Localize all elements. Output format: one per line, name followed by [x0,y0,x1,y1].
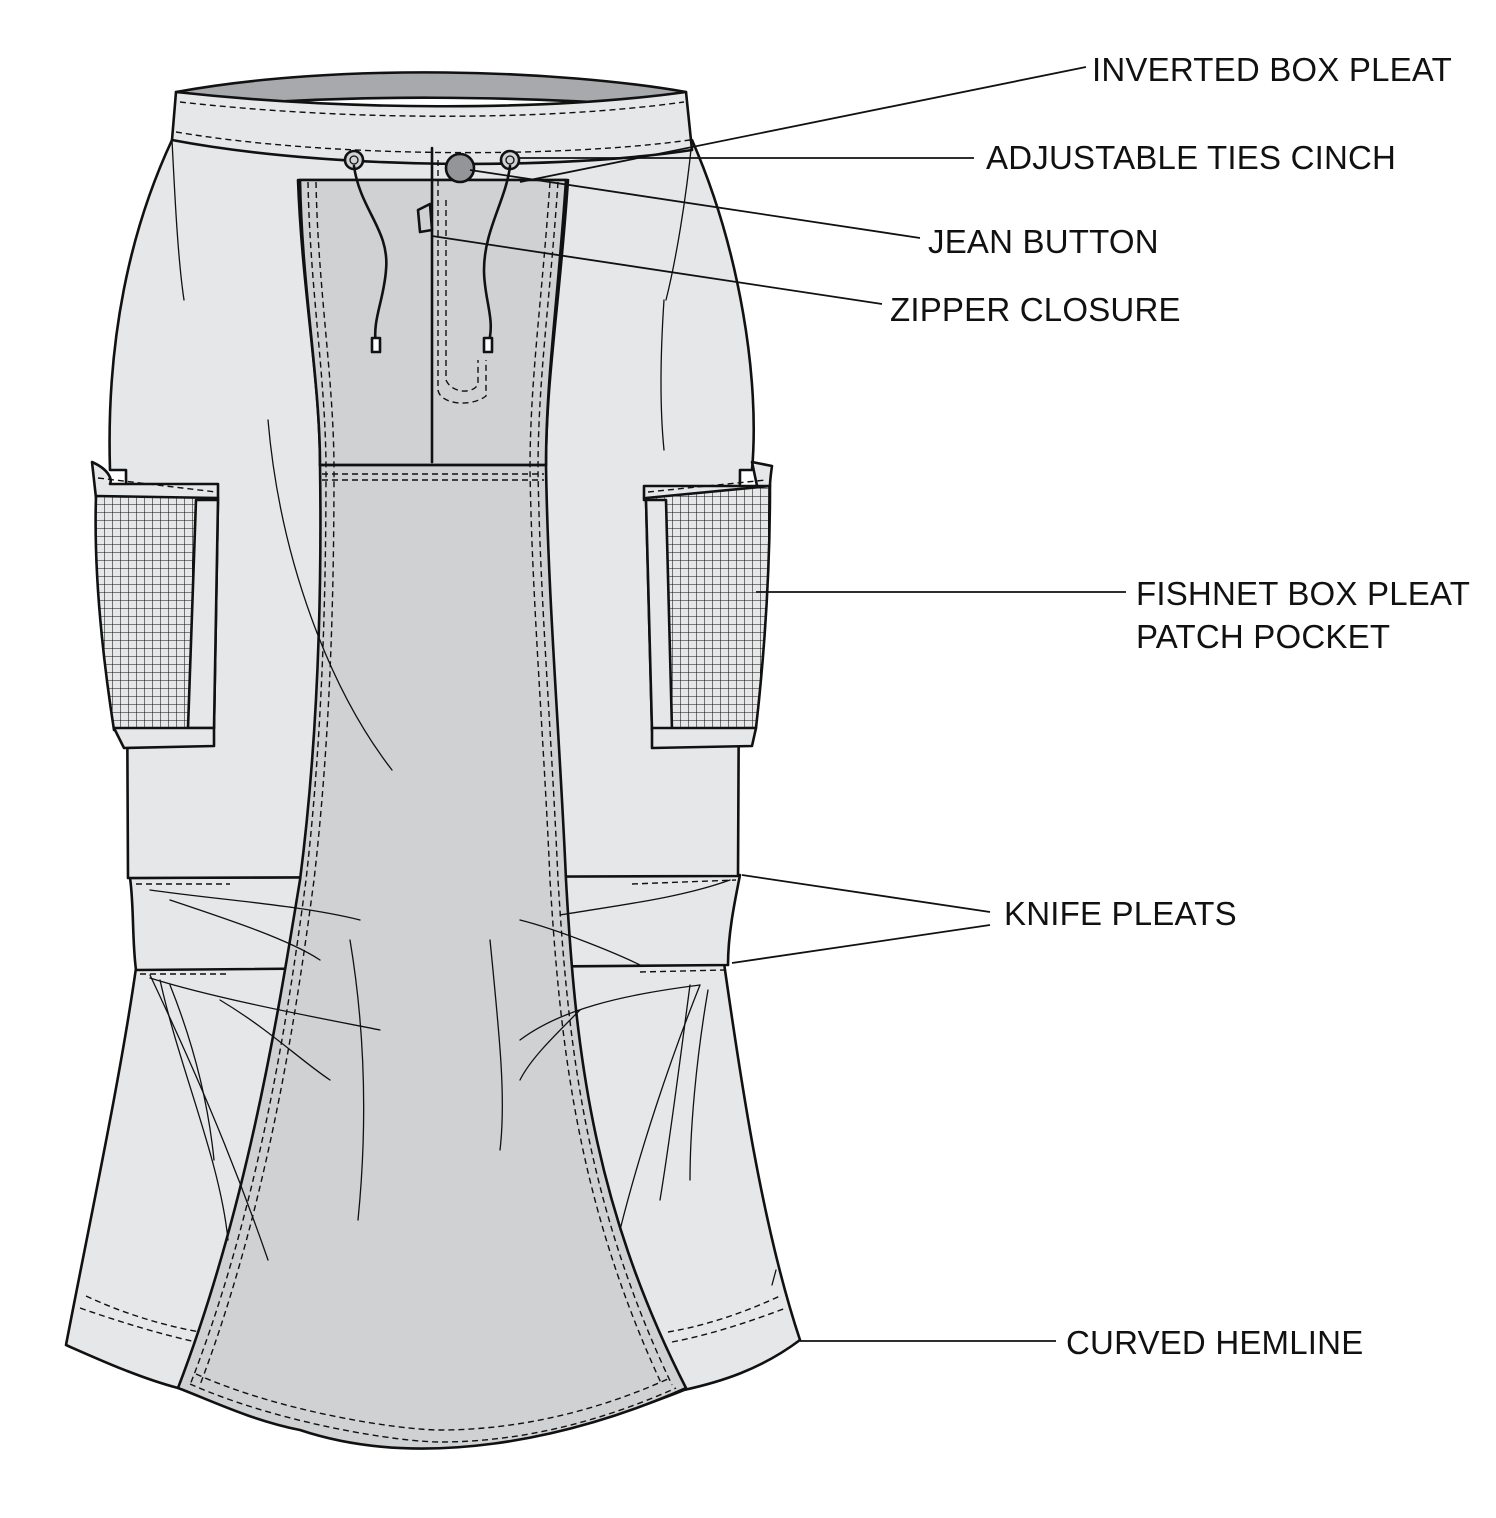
label-adjustable-ties-cinch: ADJUSTABLE TIES CINCH [986,139,1396,176]
label-curved-hemline: CURVED HEMLINE [1066,1324,1363,1361]
hem-stitch-center-2 [189,1383,677,1443]
label-jean-button: JEAN BUTTON [928,223,1159,260]
hem-stitch-right [667,1295,781,1333]
callout-leaders [431,66,1126,1342]
center-panel-stitch-left-2 [199,181,335,1386]
hem-stitch-left [85,1295,201,1333]
left-cargo-pocket [90,460,220,750]
right-cargo-pocket [642,460,774,750]
pleat-stitch-right [631,879,737,885]
waistband-stitch-top [179,101,685,117]
label-fishnet-pocket-line1: FISHNET BOX PLEAT [1136,575,1470,612]
right-aglet [482,336,494,354]
label-fishnet-pocket-line2: PATCH POCKET [1136,618,1390,655]
left-aglet [370,336,382,354]
label-zipper-closure: ZIPPER CLOSURE [890,291,1181,328]
hem-stitch-left-2 [79,1307,197,1343]
fly-stitch [437,160,487,404]
label-knife-pleats: KNIFE PLEATS [1004,895,1237,932]
right-eyelet-hole [505,155,515,165]
center-panel-stitch-left [189,181,327,1386]
waistband [170,90,694,166]
jean-button-icon [444,152,476,184]
fly-stitch-inner [445,200,479,392]
center-panel-stitch-right [537,181,673,1386]
center-panel-stitch-right-2 [529,181,663,1386]
hem-stitch-right-2 [671,1307,787,1343]
right-tie [482,164,512,347]
fold-lines [149,139,777,1286]
hem-stitch-center [195,1373,671,1431]
pleat-stitch-lower-right [639,969,725,973]
left-eyelet-hole [349,155,359,165]
left-tie [352,164,388,347]
zipper-pull-icon [416,202,434,234]
label-inverted-box-pleat: INVERTED BOX PLEAT [1092,51,1452,88]
